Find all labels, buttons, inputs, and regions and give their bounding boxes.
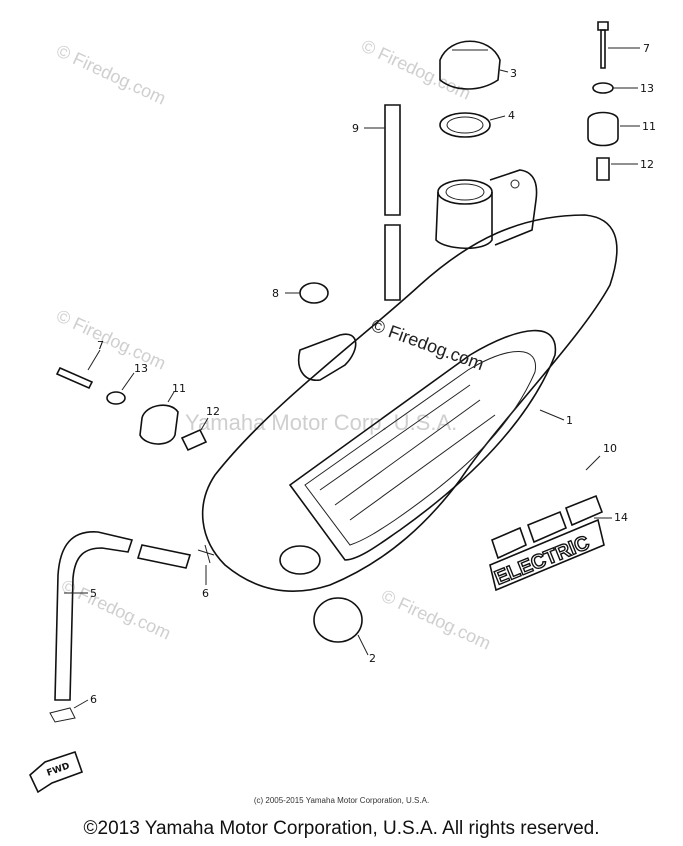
front-mount-parts: 7 13 11 12 bbox=[55, 339, 220, 452]
watermark-firedog: © Firedog.com bbox=[53, 305, 169, 373]
callout-11: 11 bbox=[642, 120, 656, 133]
callout-13: 13 bbox=[640, 82, 654, 95]
callout-5: 5 bbox=[90, 587, 97, 600]
watermark-firedog: © Firedog.com bbox=[58, 575, 174, 643]
watermark-firedog: © Firedog.com bbox=[53, 40, 169, 108]
part-2-plug: 2 bbox=[313, 597, 376, 665]
part-3-filler-cap: 3 bbox=[439, 40, 517, 90]
part-4-gasket: 4 bbox=[439, 109, 515, 138]
leader-1 bbox=[539, 409, 565, 421]
decal-electric: ELECTRIC bbox=[492, 532, 593, 590]
part-8-grommet: 8 bbox=[272, 282, 329, 304]
fwd-label: FWD bbox=[46, 761, 72, 778]
watermark-firedog-main: © Firedog.com bbox=[369, 315, 487, 374]
callout-6: 6 bbox=[90, 693, 97, 706]
callout-3: 3 bbox=[510, 67, 517, 80]
callout-10: 10 bbox=[603, 442, 617, 455]
callout-6: 6 bbox=[202, 587, 209, 600]
watermark-yamaha: Yamaha Motor Corp. U.S.A. bbox=[185, 410, 457, 435]
footer-small-copyright: (c) 2005-2015 Yamaha Motor Corporation, … bbox=[253, 796, 430, 805]
callout-11: 11 bbox=[172, 382, 186, 395]
callout-8: 8 bbox=[272, 287, 279, 300]
callout-4: 4 bbox=[508, 109, 515, 122]
callout-14: 14 bbox=[614, 511, 628, 524]
footer-copyright: ©2013 Yamaha Motor Corporation, U.S.A. A… bbox=[83, 818, 600, 839]
side-decal: ELECTRIC 10 14 bbox=[489, 442, 628, 592]
callout-7: 7 bbox=[643, 42, 650, 55]
rear-mount-parts: 7 13 11 12 bbox=[587, 21, 656, 181]
forward-arrow-icon: FWD bbox=[29, 750, 84, 794]
watermark-firedog: © Firedog.com bbox=[378, 585, 494, 653]
callout-12: 12 bbox=[206, 405, 220, 418]
callout-9: 9 bbox=[352, 122, 359, 135]
callout-1: 1 bbox=[566, 414, 573, 427]
callout-2: 2 bbox=[369, 652, 376, 665]
callout-12: 12 bbox=[640, 158, 654, 171]
part-9-breather-hose: 9 bbox=[352, 104, 401, 301]
watermark-firedog: © Firedog.com bbox=[358, 35, 474, 103]
fuel-tank bbox=[201, 169, 618, 592]
callout-13: 13 bbox=[134, 362, 148, 375]
fuel-hose: 6 5 6 bbox=[49, 531, 215, 723]
callout-7: 7 bbox=[97, 339, 104, 352]
